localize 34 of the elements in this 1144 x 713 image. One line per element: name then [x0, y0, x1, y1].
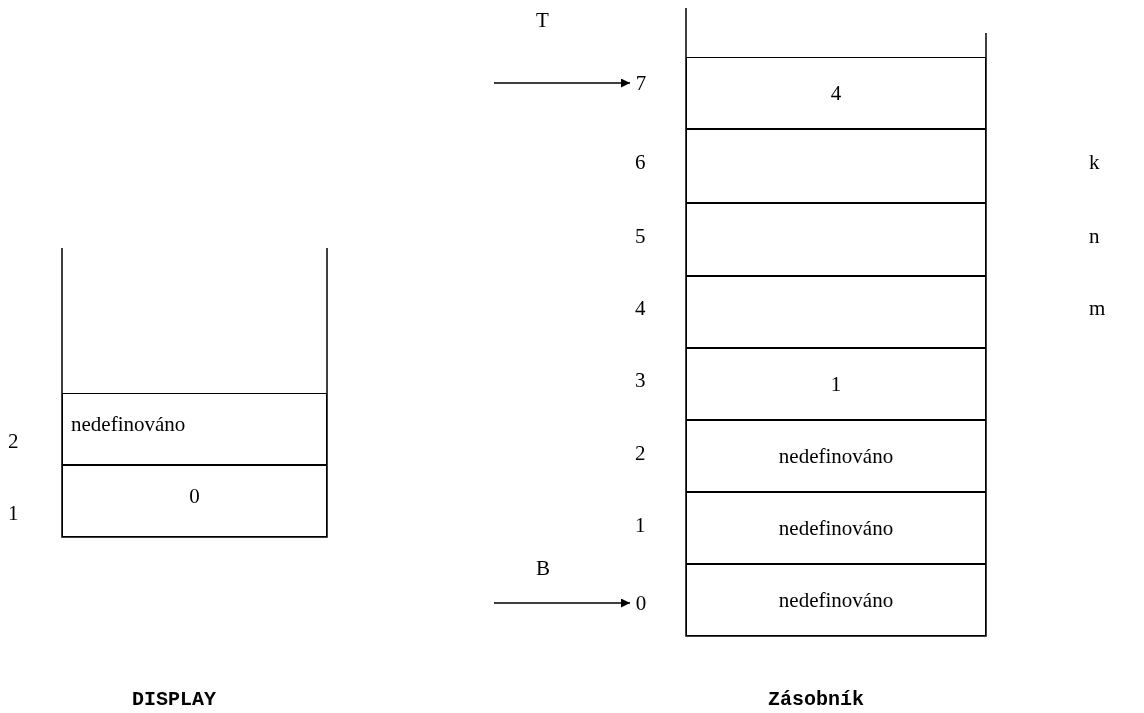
stack-caption: Zásobník	[768, 690, 864, 710]
index-label: 2	[8, 431, 19, 452]
arrow	[493, 78, 631, 88]
variable-label: m	[1089, 298, 1106, 319]
index-label: 1	[635, 515, 646, 536]
index-label: 7	[634, 72, 648, 94]
stack-cell	[686, 564, 986, 636]
cell-value: 1	[830, 371, 842, 397]
index-label: 2	[635, 443, 646, 464]
index-label: 4	[635, 298, 646, 319]
cell-value: nedefinováno	[778, 515, 894, 541]
stack-cell	[686, 276, 986, 348]
stack-cell	[62, 393, 327, 465]
cell-value: 0	[189, 483, 200, 509]
index-label: 0	[634, 592, 648, 614]
cell-value: nedefinováno	[778, 443, 894, 469]
stack-cell	[686, 129, 986, 203]
cell-value: nedefinováno	[778, 587, 894, 613]
stack-cell	[686, 203, 986, 276]
arrow	[493, 598, 631, 608]
stack-cell	[686, 348, 986, 420]
variable-label: k	[1089, 152, 1100, 173]
cell-value: 4	[830, 80, 842, 106]
index-label: 6	[635, 152, 646, 173]
index-label: 5	[635, 226, 646, 247]
variable-label: n	[1089, 226, 1100, 247]
stack-cell	[62, 465, 327, 537]
stack-cell	[686, 420, 986, 492]
cell-value: nedefinováno	[71, 411, 186, 437]
stack-cell	[686, 492, 986, 564]
index-label: 1	[8, 503, 19, 524]
stack-caption: DISPLAY	[132, 690, 216, 710]
stack-cell	[686, 57, 986, 129]
index-label: 3	[635, 370, 646, 391]
